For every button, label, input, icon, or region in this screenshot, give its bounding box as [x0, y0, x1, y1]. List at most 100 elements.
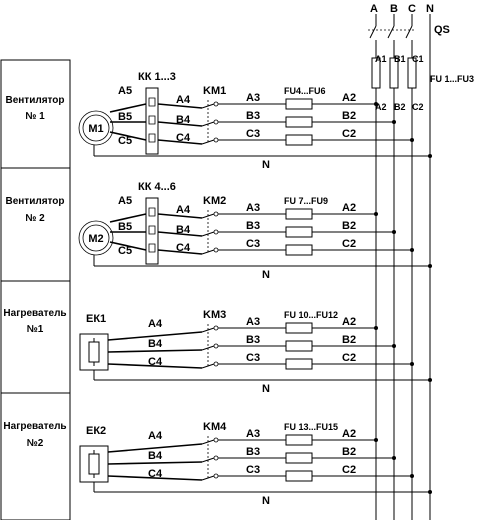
phase-b-label: B	[390, 3, 398, 15]
fuse-a1-label: A1	[375, 54, 387, 64]
junction-dot	[374, 102, 378, 106]
main-bus: A B C N QS A1 B1 C1 FU 1...FU3 A2 B2 C2	[368, 3, 474, 520]
line-label-c: C3	[246, 238, 260, 250]
section-1-label-line2: № 1	[25, 111, 45, 122]
junction-dot	[374, 326, 378, 330]
junction-dot	[428, 154, 432, 158]
fuse-group-label: FU 7...FU9	[284, 196, 328, 206]
out-label-c: C2	[342, 128, 356, 140]
section-2-label-line1: Вентилятор	[5, 196, 64, 207]
terminal-b5: B5	[118, 111, 132, 123]
junction-dot	[392, 120, 396, 124]
junction-dot	[392, 344, 396, 348]
mid-label-b: B4	[148, 338, 163, 350]
out-label-b: B2	[342, 446, 356, 458]
out-label-c: C2	[342, 238, 356, 250]
fuse	[285, 452, 313, 464]
out-label-a: A2	[342, 316, 356, 328]
terminal-a5: A5	[118, 195, 132, 207]
thermal-relay	[145, 87, 159, 155]
neutral-label: N	[262, 269, 270, 281]
mid-label-a: A4	[176, 94, 191, 106]
section-4-label-line1: Нагреватель	[3, 421, 66, 432]
mid-label-b: B4	[176, 114, 191, 126]
heater-label: ЕК1	[86, 313, 106, 325]
line-label-b: B3	[246, 334, 260, 346]
fuse-group-label: FU 13...FU15	[284, 422, 338, 432]
line-label-a: A3	[246, 316, 260, 328]
terminal-c5: C5	[118, 135, 132, 147]
fuse	[285, 244, 313, 256]
out-label-b: B2	[342, 220, 356, 232]
neutral-label: N	[262, 495, 270, 507]
line-label-c: C3	[246, 128, 260, 140]
mid-label-c: C4	[176, 132, 191, 144]
terminal-c5: C5	[118, 245, 132, 257]
mid-label-c: C4	[148, 468, 163, 480]
junction-dot	[374, 438, 378, 442]
neutral-label: N	[262, 159, 270, 171]
thermal-relay	[145, 197, 159, 265]
fuse-group-label: FU 10...FU12	[284, 310, 338, 320]
fuse-a2-label: A2	[375, 102, 387, 112]
terminal-b5: B5	[118, 221, 132, 233]
fuse	[285, 470, 313, 482]
phase-c-label: C	[408, 3, 416, 15]
contactor-label: KM3	[203, 309, 226, 321]
section-3-label-line1: Нагреватель	[3, 308, 66, 319]
section-1-label-line1: Вентилятор	[5, 95, 64, 106]
fuse-c1-label: C1	[412, 54, 424, 64]
line-label-c: C3	[246, 352, 260, 364]
fuse	[285, 226, 313, 238]
side-panel: Вентилятор № 1 Вентилятор № 2 Нагревател…	[0, 59, 71, 520]
junction-dot	[428, 490, 432, 494]
mid-label-a: A4	[176, 204, 191, 216]
switch-label: QS	[434, 24, 450, 36]
thermal-relay-label: КК 4...6	[138, 181, 176, 193]
fuse	[285, 434, 313, 446]
fuse	[285, 358, 313, 370]
fuse	[285, 340, 313, 352]
line-label-a: A3	[246, 428, 260, 440]
section-2-label-line2: № 2	[25, 213, 45, 224]
line-label-c: C3	[246, 464, 260, 476]
out-label-a: A2	[342, 428, 356, 440]
contactor-label: KM2	[203, 195, 226, 207]
junction-dot	[392, 230, 396, 234]
junction-dot	[428, 264, 432, 268]
section-3-label-line2: №1	[27, 324, 44, 335]
line-label-a: A3	[246, 202, 260, 214]
thermal-relay-label: КК 1...3	[138, 71, 176, 83]
fuse	[285, 322, 313, 334]
contactor-label: KM4	[203, 421, 227, 433]
heater-label: ЕК2	[86, 425, 106, 437]
motor-label: M1	[88, 123, 103, 135]
terminal-a5: A5	[118, 85, 132, 97]
fuse	[285, 208, 313, 220]
fuse-b1-label: B1	[394, 54, 406, 64]
junction-dot	[428, 378, 432, 382]
out-label-c: C2	[342, 464, 356, 476]
fuse	[285, 116, 313, 128]
junction-dot	[374, 212, 378, 216]
phase-n-label: N	[426, 3, 434, 15]
fuse-b2-label: B2	[394, 102, 406, 112]
line-label-b: B3	[246, 446, 260, 458]
mid-label-c: C4	[148, 356, 163, 368]
line-label-a: A3	[246, 92, 260, 104]
junction-dot	[392, 456, 396, 460]
junction-dot	[410, 248, 414, 252]
motor-label: M2	[88, 233, 103, 245]
neutral-label: N	[262, 383, 270, 395]
mid-label-b: B4	[176, 224, 191, 236]
out-label-c: C2	[342, 352, 356, 364]
mid-label-b: B4	[148, 450, 163, 462]
fuse-group-label: FU4...FU6	[284, 86, 326, 96]
phase-a-label: A	[370, 3, 378, 15]
contactor-label: KM1	[203, 85, 226, 97]
